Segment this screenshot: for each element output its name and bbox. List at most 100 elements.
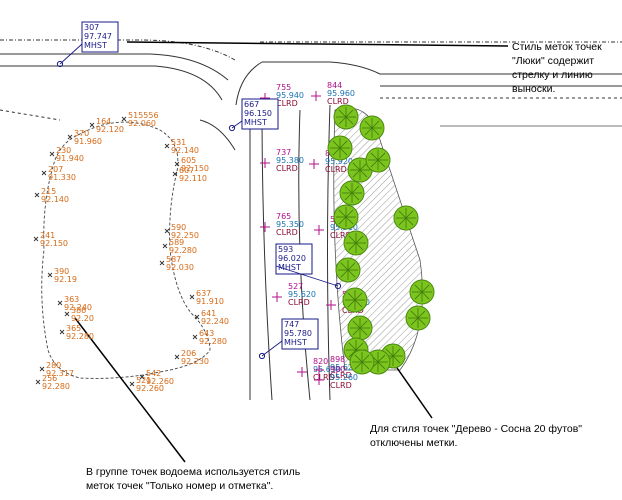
- point-number: 844: [327, 81, 342, 90]
- tree-icon: [347, 315, 373, 341]
- point-elevation: 92.120: [96, 125, 124, 134]
- point-number: 641: [201, 309, 216, 318]
- point-number: 230: [56, 146, 71, 155]
- manhole-label-line: MHST: [278, 263, 301, 272]
- point-marker-x: [164, 143, 170, 149]
- point-elevation: 92.060: [128, 119, 156, 128]
- point-marker-x: [159, 260, 165, 266]
- point-elevation: 92.250: [171, 231, 199, 240]
- point-elevation: 92.140: [41, 195, 69, 204]
- annotation-line: Стиль меток точек: [512, 41, 602, 53]
- point-marker-plus: [260, 222, 270, 232]
- point-marker-x: [189, 294, 195, 300]
- manhole-label-line: 747: [284, 320, 299, 329]
- point-marker-plus: [314, 375, 324, 385]
- tree-icon: [409, 279, 435, 305]
- leader-line: [275, 265, 339, 287]
- annotation-manhole-style: Стиль меток точек "Люки" содержит стрелк…: [512, 40, 622, 96]
- point-elevation: 92.20: [71, 314, 94, 323]
- tree-icon: [342, 287, 368, 313]
- point-number: 898: [330, 355, 345, 364]
- point-marker-plus: [311, 91, 321, 101]
- point-code: CLRD: [327, 97, 349, 106]
- point-code: CLRD: [330, 231, 352, 240]
- point-marker-x: [172, 171, 178, 177]
- point-code: CLRD: [325, 165, 347, 174]
- leader-line: [261, 340, 283, 357]
- point-number: 542: [146, 369, 161, 378]
- tree-icon: [333, 204, 359, 230]
- point-elevation: 95.920: [325, 157, 353, 166]
- point-marker-plus: [260, 158, 270, 168]
- annotation-tree-style: Для стиля точек "Дерево - Сосна 20 футов…: [370, 422, 620, 450]
- point-marker-plus: [272, 292, 282, 302]
- point-number: 900: [330, 365, 345, 374]
- point-marker-x: [41, 170, 47, 176]
- point-elevation: 92.140: [171, 146, 199, 155]
- point-elevation: 92.260: [136, 384, 164, 393]
- point-number: 607: [179, 166, 194, 175]
- point-marker-x: [67, 134, 73, 140]
- leader-line: [59, 43, 83, 65]
- tree-icon: [333, 104, 359, 130]
- point-marker-x: [89, 122, 95, 128]
- tree-icon: [393, 205, 419, 231]
- point-elevation: 91.960: [74, 137, 102, 146]
- point-marker-x: [35, 379, 41, 385]
- point-elevation: 95.940: [276, 91, 304, 100]
- point-marker-x: [57, 300, 63, 306]
- point-elevation: 91.940: [56, 154, 84, 163]
- tree-icon: [339, 180, 365, 206]
- manhole-label-line: 96.150: [244, 109, 272, 118]
- tree-symbols: [327, 104, 435, 375]
- point-marker-x: [121, 116, 127, 122]
- point-number: 765: [276, 212, 291, 221]
- manhole-label-line: 97.747: [84, 32, 112, 41]
- point-code: CLRD: [330, 371, 352, 380]
- point-elevation: 92.230: [181, 357, 209, 366]
- point-number: 363: [64, 295, 79, 304]
- point-number: 643: [199, 329, 214, 338]
- tree-icon: [365, 147, 391, 173]
- point-marker-plus: [314, 365, 324, 375]
- point-marker-x: [64, 311, 70, 317]
- point-marker-plus: [314, 225, 324, 235]
- point-number: 755: [276, 83, 291, 92]
- point-marker-x: [162, 243, 168, 249]
- point-elevation: 95.960: [327, 89, 355, 98]
- pond-points: 16492.12051555692.06037091.96023091.9402…: [33, 111, 229, 393]
- manhole-label-line: 667: [244, 100, 259, 109]
- point-number: 164: [96, 117, 111, 126]
- tree-icon: [359, 115, 385, 141]
- annotation-line: "Люки" содержит: [512, 55, 595, 67]
- annotation-line: меток точек "Только номер и отметка".: [86, 480, 274, 492]
- pond-outline: [41, 121, 211, 379]
- point-number: 207: [48, 165, 63, 174]
- manhole-symbol: [334, 282, 342, 290]
- point-elevation: 92.317: [46, 369, 74, 378]
- point-elevation: 92.19: [54, 275, 77, 284]
- point-marker-x: [129, 381, 135, 387]
